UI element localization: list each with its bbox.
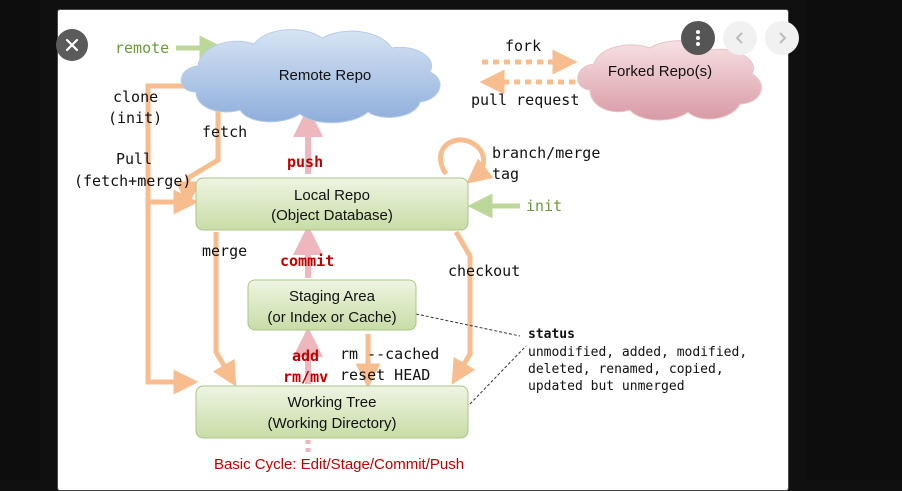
more-options-button[interactable] [681,21,715,55]
add-label: add [292,347,319,365]
merge-arrow [212,232,237,387]
forked-repo-cloud: Forked Repo(s) [577,40,762,121]
clone-init-label: (init) [108,109,162,127]
tag-label: tag [492,165,519,183]
status-line-3: updated but unmerged [528,379,685,394]
working-tree-box: Working Tree (Working Directory) [195,385,469,439]
git-workflow-diagram: Remote Repo Forked Repo(s) Local Repo (O… [74,29,762,473]
branch-merge-label: branch/merge [492,144,600,162]
working-tree-title: Working Tree [288,394,377,411]
remote-repo-label: Remote Repo [279,67,372,84]
status-line-2: deleted, renamed, copied, [528,362,724,377]
push-label: push [287,153,323,171]
local-repo-box: Local Repo (Object Database) [195,177,469,231]
merge-label: merge [202,242,247,260]
status-leader-working [469,345,527,405]
branch-merge-loop [438,137,494,184]
init-label: init [526,197,562,215]
staging-area-title: Staging Area [289,288,376,305]
local-repo-title: Local Repo [294,187,370,204]
chevron-right-icon [779,32,787,44]
right-dark-panel [806,0,902,480]
pull-fetch-merge-label: (fetch+merge) [74,172,191,190]
next-image-button[interactable] [765,21,799,55]
basic-cycle-caption: Basic Cycle: Edit/Stage/Commit/Push [214,456,464,473]
fork-label: fork [505,37,541,55]
fetch-arrow [175,96,221,207]
pull-request-label: pull request [471,91,579,109]
working-tree-subtitle: (Working Directory) [268,415,397,432]
close-icon [65,38,79,52]
reset-head-label: reset HEAD [340,366,430,384]
staging-area-subtitle: (or Index or Cache) [267,309,396,326]
staging-area-box: Staging Area (or Index or Cache) [247,279,417,331]
status-leader-staging [415,313,521,337]
more-vert-icon [696,30,700,46]
rm-mv-label: rm/mv [283,368,328,386]
clone-arrow [145,83,199,395]
clone-label: clone [113,88,158,106]
status-title: status [528,327,575,342]
checkout-label: checkout [448,262,520,280]
status-line-1: unmodified, added, modified, [528,345,747,360]
fetch-label: fetch [202,123,247,141]
close-button[interactable] [56,29,88,61]
remote-label: remote [115,39,169,57]
forked-repo-label: Forked Repo(s) [608,63,712,80]
pull-label: Pull [116,150,152,168]
remote-repo-cloud: Remote Repo [180,29,441,124]
left-dark-panel [0,0,40,480]
checkout-arrow [451,230,476,385]
commit-label: commit [280,252,334,270]
local-repo-subtitle: (Object Database) [271,207,393,224]
chevron-left-icon [735,32,743,44]
rm-cached-label: rm --cached [340,345,439,363]
previous-image-button[interactable] [723,21,757,55]
